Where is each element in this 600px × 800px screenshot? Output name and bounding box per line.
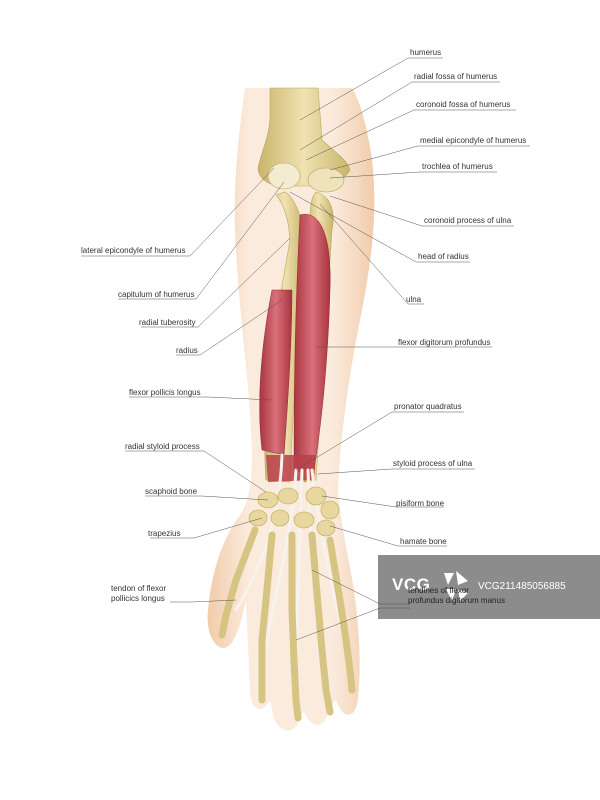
label-pisiform: pisiform bone xyxy=(396,499,445,508)
label-ulna: ulna xyxy=(406,295,422,304)
label-scaphoid: scaphoid bone xyxy=(145,487,198,496)
watermark-mark-icon xyxy=(444,571,468,601)
hand-bones xyxy=(218,526,356,722)
label-styloid-process-ulna: styloid process of ulna xyxy=(393,459,473,468)
pronator-quadratus-muscle xyxy=(266,455,316,482)
label-radial-fossa: radial fossa of humerus xyxy=(414,72,498,81)
label-radius: radius xyxy=(176,346,198,355)
watermark-overlay: VCG VCG211485056885 xyxy=(378,555,600,619)
carpal-bones xyxy=(248,486,340,537)
label-medial-epicondyle: medial epicondyle of humerus xyxy=(420,136,527,145)
label-flexor-digitorum-profundus: flexor digitorum profundus xyxy=(398,338,491,347)
label-trapezius: trapezius xyxy=(148,529,181,538)
label-coronoid-fossa: coronoid fossa of humerus xyxy=(416,100,511,109)
capitulum-shape xyxy=(267,162,301,190)
label-trochlea: trochlea of humerus xyxy=(422,162,493,171)
label-coronoid-process: coronoid process of ulna xyxy=(424,216,512,225)
label-tendon-fpl-line2: pollicics longus xyxy=(111,594,165,603)
label-head-of-radius: head of radius xyxy=(418,252,469,261)
watermark-id-text: VCG211485056885 xyxy=(478,581,566,592)
label-hamate: hamate bone xyxy=(400,537,447,546)
label-flexor-pollicis-longus: flexor pollicis longus xyxy=(129,388,201,397)
label-lateral-epicondyle: lateral epicondyle of humerus xyxy=(81,246,186,255)
label-radial-tuberosity: radial tuberosity xyxy=(139,318,196,327)
label-tendon-fpl-line1: tendon of flexor xyxy=(111,584,167,593)
watermark-logo: VCG xyxy=(392,575,431,594)
label-humerus: humerus xyxy=(410,48,442,57)
label-tendons-fdm-line2: profundus digitorum manus xyxy=(408,596,505,605)
trochlea-shape xyxy=(307,167,345,193)
label-tendons-fdm-line1: tendines of flexor xyxy=(408,586,469,595)
flexor-digitorum-profundus-muscle xyxy=(293,214,331,473)
label-radial-styloid: radial styloid process xyxy=(125,442,200,451)
label-capitulum: capitulum of humerus xyxy=(118,290,195,299)
label-pronator-quadratus: pronator quadratus xyxy=(394,402,462,411)
